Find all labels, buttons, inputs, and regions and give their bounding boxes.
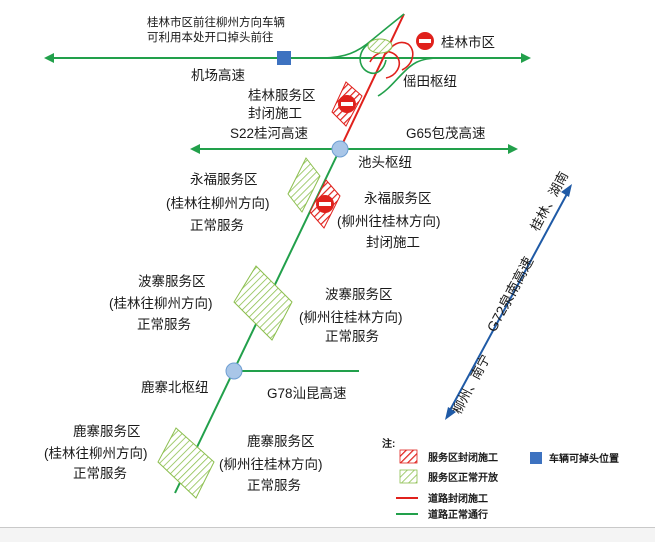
bottom-divider: [0, 527, 655, 528]
luzhai-west-status: 正常服务: [73, 466, 127, 481]
yaotian-no-entry-icon: [416, 32, 434, 50]
bozhai-west-direction: (桂林往柳州方向): [109, 296, 213, 311]
uturn-marker-icon: [277, 51, 291, 65]
chitou-junction-icon: [331, 140, 349, 158]
yongfu-service-area-east-closed: [309, 179, 341, 229]
yaotian-interchange: [321, 13, 441, 97]
legend-title: 注:: [382, 437, 395, 450]
s22-label: S22桂河高速: [230, 125, 308, 141]
g72-label: G72泉南高速: [484, 254, 537, 334]
legend-open-area-swatch: [399, 469, 418, 484]
yongfu-west-name: 永福服务区: [190, 172, 258, 187]
corridor-direction-arrow: [445, 184, 572, 420]
bozhai-west-status: 正常服务: [137, 317, 191, 332]
yongfu-west-direction: (桂林往柳州方向): [166, 196, 270, 211]
g78-label: G78汕昆高速: [267, 385, 347, 401]
g72-main-road-closed: [339, 13, 405, 150]
airport-expressway-label: 机场高速: [191, 67, 245, 83]
legend-uturn-label: 车辆可掉头位置: [549, 452, 619, 465]
yongfu-west-status: 正常服务: [190, 218, 244, 233]
bozhai-east-name: 波寨服务区: [325, 286, 393, 302]
legend-uturn-swatch: [530, 452, 542, 464]
bozhai-east-direction: (柳州往桂林方向): [299, 310, 403, 325]
luzhai-east-direction: (柳州往桂林方向): [219, 457, 323, 472]
bozhai-east-status: 正常服务: [325, 329, 379, 344]
luzhai-west-direction: (桂林往柳州方向): [44, 446, 148, 461]
yongfu-east-status: 封闭施工: [366, 235, 420, 250]
guilin-service-area-closed: [331, 81, 363, 127]
legend-closed-area-swatch: [399, 449, 418, 464]
yaotian-junction-label: 傜田枢纽: [403, 74, 457, 89]
yongfu-east-direction: (柳州往桂林方向): [337, 214, 441, 229]
legend-closed-area-label: 服务区封闭施工: [428, 451, 498, 464]
luzhai-north-junction-icon: [225, 362, 243, 380]
legend-open-area-label: 服务区正常开放: [428, 471, 499, 484]
luzhai-north-junction-label: 鹿寨北枢纽: [141, 379, 209, 395]
guilin-city-label: 桂林市区: [441, 34, 495, 50]
s22-g65-expressway: [190, 144, 518, 154]
luzhai-east-name: 鹿寨服务区: [247, 433, 315, 449]
g65-label: G65包茂高速: [406, 125, 486, 141]
chitou-junction-label: 池头枢纽: [358, 155, 412, 170]
luzhai-service-area-open: [157, 427, 215, 499]
legend-road-closed-label: 道路封闭施工: [428, 492, 488, 505]
luzhai-west-name: 鹿寨服务区: [73, 423, 141, 439]
bozhai-service-area-open: [233, 265, 293, 341]
corridor-north-label: 桂林、湖南: [527, 169, 571, 233]
yongfu-service-area-west-open: [287, 157, 321, 213]
luzhai-east-status: 正常服务: [247, 478, 301, 493]
guilin-service-area-name: 桂林服务区: [248, 88, 316, 103]
uturn-note-line1: 桂林市区前往柳州方向车辆: [147, 15, 285, 29]
legend-road-open-label: 道路正常通行: [428, 508, 488, 521]
bozhai-west-name: 波寨服务区: [138, 273, 206, 289]
guilin-service-area-status: 封闭施工: [248, 106, 302, 121]
yongfu-east-name: 永福服务区: [364, 191, 432, 206]
uturn-note-line2: 可利用本处开口掉头前往: [147, 30, 274, 44]
bottom-band: [0, 528, 655, 542]
corridor-south-label: 柳州、南宁: [449, 352, 493, 416]
